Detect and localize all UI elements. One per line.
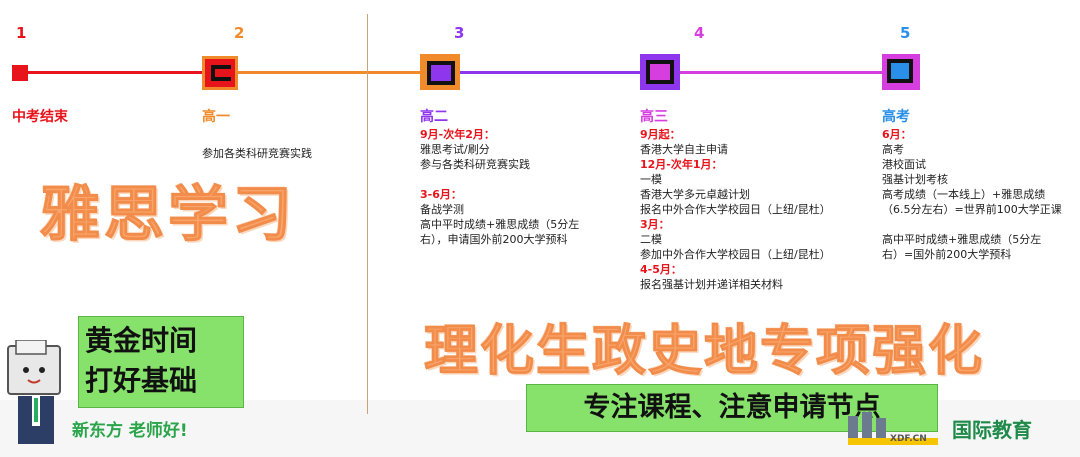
stage4-heading-1: 9月起： — [640, 128, 681, 141]
stage5-line-1: 高考 — [882, 143, 904, 156]
timeline-segment-4 — [660, 71, 900, 74]
focus-courses-box: 专注课程、注意申请节点 — [526, 384, 938, 432]
vertical-divider — [367, 14, 368, 414]
stage4-line-7: 报名强基计划并递详相关材料 — [640, 278, 783, 290]
stage4-line-3: 香港大学多元卓越计划 — [640, 188, 750, 201]
stage-label-gaosan: 高三 — [640, 109, 668, 125]
stage3-heading-1: 9月-次年2月： — [420, 128, 495, 141]
xdf-logo-icon — [848, 412, 938, 445]
timeline-segment-1 — [20, 71, 220, 74]
stage3-line-5: 右），申请国外前200大学预科 — [420, 233, 568, 246]
subjects-heading: 理化生政史地专项强化 — [424, 319, 984, 383]
stage-label-zhongkao: 中考结束 — [12, 109, 68, 125]
stage5-line-5: （6.5分左右）=世界前100大学正课 — [882, 203, 1062, 216]
stage4-line-6: 参加中外合作大学校园日（上纽/昆杜） — [640, 248, 831, 261]
stage5-line-2: 港校面试 — [882, 158, 926, 171]
node-number-4: 4 — [694, 24, 705, 42]
stage3-line-2: 参与各类科研竞赛实践 — [420, 158, 530, 171]
stage-label-gaoer: 高二 — [420, 109, 448, 125]
node-marker-2 — [202, 56, 238, 90]
stage4-heading-3: 3月： — [640, 218, 670, 231]
stage3-line-1: 雅思考试/刷分 — [420, 143, 490, 156]
stage2-line: 参加各类科研竞赛实践 — [202, 147, 312, 160]
node-number-2: 2 — [234, 24, 245, 42]
stage3-heading-2: 3-6月： — [420, 188, 462, 201]
stage5-heading-1: 6月： — [882, 128, 912, 141]
golden-time-box: 黄金时间 打好基础 — [78, 316, 244, 408]
node-marker-3 — [420, 54, 460, 90]
golden-time-line-2: 打好基础 — [85, 364, 198, 397]
stage4-heading-2: 12月-次年1月： — [640, 158, 723, 171]
timeline-segment-3 — [438, 71, 660, 74]
stage-label-gaokao: 高考 — [882, 109, 910, 125]
stage4-line-1: 香港大学自主申请 — [640, 143, 728, 156]
intl-education-label: 国际教育 — [952, 418, 1032, 442]
node-marker-1 — [12, 65, 28, 81]
stage3-line-3: 备战学测 — [420, 203, 464, 216]
stage5-line-3: 强基计划考核 — [882, 173, 948, 186]
xdf-logo-text: XDF.CN — [890, 434, 927, 444]
node-number-5: 5 — [900, 24, 911, 42]
stage4-detail: 9月起： 香港大学自主申请 12月-次年1月： 一模 香港大学多元卓越计划 报名… — [640, 127, 831, 290]
timeline-segment-2 — [220, 71, 438, 74]
stage3-line-4: 高中平时成绩+雅思成绩（5分左 — [420, 218, 580, 231]
stage4-line-5: 二模 — [640, 233, 662, 246]
stage5-line-7: 右）=国外前200大学预科 — [882, 248, 1012, 261]
brand-slogan: 新东方 老师好! — [72, 421, 188, 441]
stage4-line-2: 一模 — [640, 173, 662, 186]
stage5-line-6: 高中平时成绩+雅思成绩（5分左 — [882, 233, 1042, 246]
xdf-logo: XDF.CN — [846, 410, 940, 446]
stage4-heading-4: 4-5月： — [640, 263, 682, 276]
stage2-detail: 参加各类科研竞赛实践 — [202, 146, 312, 161]
mascot-image — [6, 339, 70, 452]
node-marker-4 — [640, 54, 680, 90]
golden-time-line-1: 黄金时间 — [85, 324, 198, 357]
stage5-line-4: 高考成绩（一本线上）+雅思成绩 — [882, 188, 1046, 201]
ielts-study-heading: 雅思学习 — [40, 180, 296, 251]
stage3-detail: 9月-次年2月： 雅思考试/刷分 参与各类科研竞赛实践 3-6月： 备战学测 高… — [420, 127, 579, 291]
stage5-detail: 6月： 高考 港校面试 强基计划考核 高考成绩（一本线上）+雅思成绩 （6.5分… — [882, 127, 1062, 262]
node-marker-5 — [882, 54, 920, 90]
node-number-1: 1 — [16, 24, 27, 42]
stage4-line-4: 报名中外合作大学校园日（上纽/昆杜） — [640, 203, 831, 216]
stage-label-gaoyi: 高一 — [202, 109, 230, 125]
node-number-3: 3 — [454, 24, 465, 42]
